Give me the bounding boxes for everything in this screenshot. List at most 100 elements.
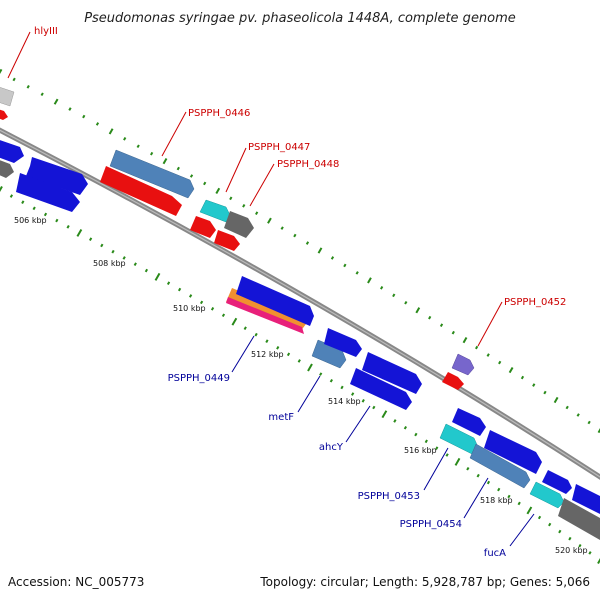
ruler-dot [297,359,301,363]
ruler-dot [543,390,547,395]
ruler-dot [403,425,408,430]
ruler-dot [305,241,310,245]
ruler-dot [558,529,562,534]
gene-label-pspph-0453: PSPPH_0453 [358,491,420,502]
ruler-dot [351,392,355,396]
ruler-dot [55,218,59,223]
ruler-dot [476,473,480,478]
ruler-dot [597,426,600,434]
ruler-dot [404,300,408,305]
gene-feature [542,470,572,494]
ruler-dot [21,200,25,204]
ruler-dot [428,315,432,320]
tick-label: 512 kbp [251,350,284,359]
ruler-major-tick [597,556,600,564]
gene-label-pspph-0448: PSPPH_0448 [277,159,339,170]
genome-summary-text: Topology: circular; Length: 5,928,787 bp… [259,575,590,589]
ruler-dot [144,268,149,273]
ruler-dot [486,480,491,485]
gene-feature [16,173,80,212]
ruler-dot [66,224,70,229]
ruler-dot [280,226,284,230]
tick-label: 520 kbp [555,546,588,555]
ruler-dot [82,114,86,119]
ruler-dot [568,536,572,541]
ruler-dot [462,337,468,344]
ruler-dot [122,256,126,260]
genome-backbone [0,127,600,480]
gene-label-pspph-0454: PSPPH_0454 [400,519,462,530]
ruler-dot [532,383,536,387]
gene-feature [324,328,362,357]
ruler-dot [367,277,372,284]
ruler-dot [133,262,137,267]
gene-label-fucA: fucA [484,548,506,559]
ruler-dot [0,68,3,76]
ruler-dot [95,122,100,126]
ruler-dot [372,405,376,410]
ruler-major-tick [0,186,3,194]
ruler-dot [317,247,323,254]
ruler-dot [588,551,592,555]
gene-label-ahcY: ahcY [319,442,344,453]
ruler-dot [507,494,511,499]
gene-feature [0,140,24,163]
tick-label: 514 kbp [328,397,361,406]
ruler-dot [576,413,580,417]
ruler-major-tick [307,363,313,372]
ruler-dot [68,107,72,111]
ruler-dot [242,203,246,208]
gene-feature [214,230,240,251]
ruler-dot [40,92,44,97]
ruler-dot [243,326,247,331]
ruler-dot [424,439,428,444]
gene-feature [452,408,486,436]
ruler-dot [162,158,168,165]
ruler-dot [221,313,226,318]
ruler-dot [100,243,104,248]
ruler-dot [108,128,114,135]
tick-label: 516 kbp [404,446,437,455]
gene-feature [558,498,600,540]
gene-feature [199,199,231,223]
ruler-dot [229,196,233,201]
gene-label-pspph-0452: PSPPH_0452 [504,297,566,308]
ruler-dot [380,286,384,290]
accession-text: Accession: NC_005773 [8,575,144,589]
ruler-dot [355,271,359,275]
gene-feature [236,276,314,326]
ruler-dot [361,398,365,403]
ruler-dot [319,372,323,376]
gene-feature [190,216,216,238]
ruler-ticks [0,186,600,564]
ruler-dot [486,353,490,357]
tick-label: 506 kbp [14,216,47,225]
ruler-dot [340,385,344,390]
ruler-dot [508,366,514,374]
ruler-dot [498,360,502,365]
ruler-major-tick [526,506,533,515]
ruler-dot [210,307,215,311]
ruler-dot [329,378,333,383]
ruler-dot [136,144,140,149]
gene-feature [529,481,565,509]
ruler-dot [166,281,171,286]
ruler-dot [150,151,154,156]
kbp-tick-labels: 506 kbp 508 kbp 510 kbp 512 kbp 514 kbp … [14,216,588,555]
gene-feature [451,353,475,376]
ruler-dot [43,212,48,217]
gene-label-pspph-0447: PSPPH_0447 [248,142,310,153]
ruler-dot [520,375,525,380]
gene-labels: hlyIII PSPPH_0446 PSPPH_0447 PSPPH_0448 … [34,26,566,559]
ruler-dot [475,345,479,350]
gene-feature [224,211,254,238]
ruler-dot [553,396,559,404]
gene-feature [484,430,542,474]
ruler-dot [12,77,16,82]
gene-feature [26,157,88,195]
ruler-dot [254,332,258,337]
ruler-dot [466,466,470,471]
ruler-dot [276,345,280,350]
ruler-dot [578,543,582,548]
